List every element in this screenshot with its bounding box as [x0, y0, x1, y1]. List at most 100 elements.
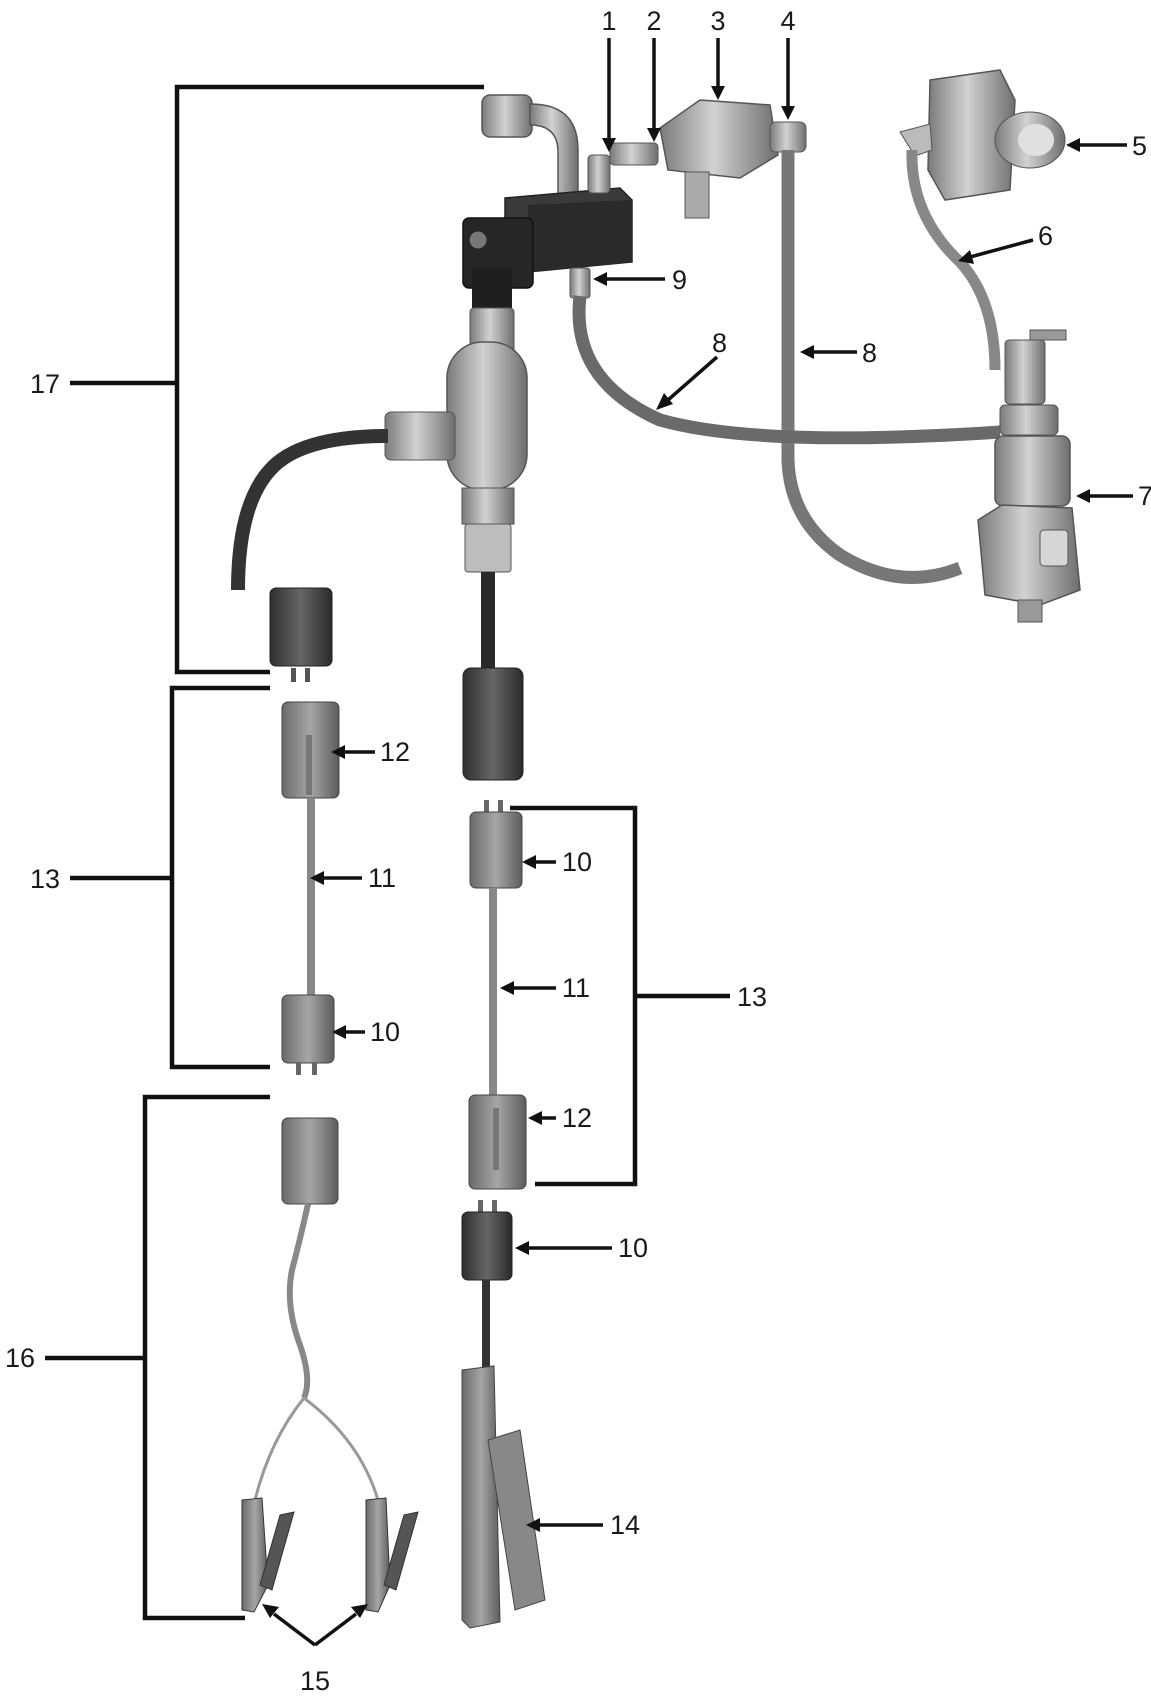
- arrow-8-diagonal-head: [656, 393, 673, 410]
- fitting-1-body: [587, 154, 611, 194]
- fitting-2: [609, 142, 659, 166]
- callout-13-right: 13: [737, 982, 767, 1012]
- clamp-cord-receptacle: [281, 1117, 339, 1205]
- callout-17: 17: [30, 369, 60, 399]
- ground-clamp-14: [461, 1365, 501, 1629]
- callout-8-diagonal: 8: [712, 328, 727, 358]
- power-plug-prong-a: [291, 668, 296, 682]
- clamp-cord-split-right: [303, 1396, 380, 1501]
- booster-valve-7-top: [994, 435, 1071, 507]
- arrow-8-diagonal: [666, 355, 719, 402]
- elbow-pipe: [529, 103, 579, 201]
- ground-clamp-assembly: [461, 1200, 546, 1629]
- arrows: [262, 38, 1133, 1647]
- callout-10-lower: 10: [618, 1233, 648, 1263]
- clamp-cord-assembly: [241, 1117, 419, 1613]
- hose-8-vertical: [781, 150, 963, 584]
- booster-valve-7-port: [1039, 529, 1069, 567]
- arrow-12-right-head: [528, 1111, 542, 1125]
- clamp-cord-split-left: [253, 1397, 306, 1501]
- arrow-10-left-head: [332, 1025, 346, 1039]
- coil-screw: [468, 230, 488, 250]
- arrow-2-head: [647, 128, 661, 142]
- tee-fitting: [999, 404, 1059, 436]
- callout-12-right: 12: [562, 1103, 592, 1133]
- plug-10-left-prong-b: [312, 1063, 317, 1075]
- callout-11-left: 11: [368, 863, 396, 893]
- plug-10-lower-prong-b: [492, 1200, 497, 1214]
- callout-1: 1: [601, 6, 616, 36]
- plug-10-left-prong-a: [296, 1063, 301, 1075]
- callout-15: 15: [300, 1666, 330, 1696]
- arrow-11-right-head: [500, 981, 514, 995]
- alligator-clamp-right-jaw: [383, 1511, 419, 1591]
- callout-16: 16: [5, 1343, 35, 1373]
- actuator-5: [927, 69, 1016, 201]
- callout-9: 9: [672, 265, 687, 295]
- arrow-6: [969, 238, 1034, 259]
- callout-3: 3: [710, 6, 725, 36]
- clamp-cord-wire: [286, 1203, 311, 1400]
- callout-6: 6: [1038, 221, 1053, 251]
- bracket-13-left: [169, 685, 270, 1070]
- arrow-11-left-head: [310, 871, 324, 885]
- lower-plug-housing: [462, 667, 524, 781]
- power-plug-prong-b: [305, 668, 310, 682]
- callout-10-right-top: 10: [562, 847, 592, 877]
- junction-box: [446, 341, 528, 491]
- arrow-10-lower-head: [515, 1241, 529, 1255]
- callout-4: 4: [780, 6, 795, 36]
- cord-11-left: [307, 798, 315, 998]
- callout-numbers: 1 2 3 4 5 6 7 8 8 9 17 12 11 13 10 10 11…: [5, 6, 1151, 1696]
- fitting-4: [769, 121, 807, 153]
- solenoid-valve-face: [528, 200, 632, 272]
- receptacle-12-right-seam: [493, 1108, 499, 1170]
- callout-2: 2: [646, 6, 661, 36]
- plug-10-right-top-prong-a: [484, 800, 489, 814]
- left-extension-cord: [281, 701, 340, 1075]
- right-extension-cord: [468, 800, 527, 1190]
- arrow-9-head: [593, 272, 607, 286]
- power-cable: [231, 429, 389, 591]
- arrow-10-right-top-head: [522, 855, 536, 869]
- callout-5: 5: [1132, 131, 1147, 161]
- plug-10-lower-prong-a: [478, 1200, 483, 1214]
- callout-14: 14: [610, 1510, 640, 1540]
- ground-clamp-14-lever: [487, 1429, 546, 1611]
- ground-cable: [482, 1280, 490, 1372]
- booster-valve-7-bottom: [1017, 599, 1043, 623]
- arrow-8-right-head: [800, 345, 814, 359]
- arrow-15-right: [313, 1612, 358, 1647]
- arrow-5-head: [1066, 138, 1080, 152]
- power-plug: [269, 587, 333, 667]
- fitting-9: [569, 267, 591, 299]
- needle-valve-handle: [1029, 329, 1067, 341]
- alligator-clamp-left: [241, 1497, 269, 1613]
- arrow-7-head: [1076, 489, 1090, 503]
- arrow-15-right-head: [351, 1604, 368, 1618]
- arrow-4-head: [781, 106, 795, 120]
- alligator-clamp-right: [365, 1497, 391, 1613]
- regulator-3: [659, 99, 779, 179]
- needle-valve: [1004, 339, 1046, 405]
- arrow-14-head: [526, 1518, 540, 1532]
- regulator-3-drain: [684, 171, 710, 219]
- actuator-5-port-bore: [1018, 124, 1054, 156]
- lower-cable: [481, 572, 495, 672]
- plug-10-lower: [461, 1211, 513, 1281]
- alligator-clamp-left-jaw: [259, 1511, 295, 1591]
- hose-8-curve: [572, 295, 1001, 445]
- side-connector: [384, 411, 456, 461]
- cord-11-right: [489, 888, 497, 1100]
- top-assembly: [231, 69, 1081, 781]
- receptacle-12-left-seam: [306, 735, 312, 795]
- conduit-nut: [464, 523, 512, 573]
- arrow-15-left-head: [262, 1604, 279, 1618]
- callout-7: 7: [1138, 481, 1151, 511]
- tube-6: [906, 149, 1001, 371]
- coil-connector: [472, 268, 512, 308]
- callout-12-left: 12: [380, 737, 410, 767]
- callout-13-left: 13: [30, 864, 60, 894]
- plug-10-left: [281, 994, 335, 1064]
